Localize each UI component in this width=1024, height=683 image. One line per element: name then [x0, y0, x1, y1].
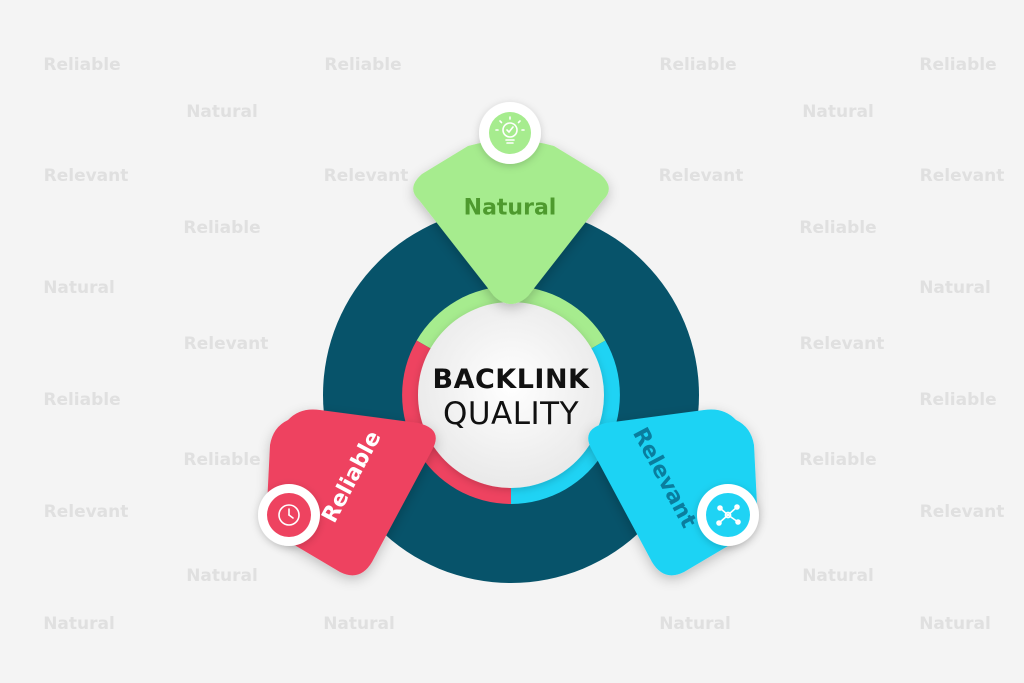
watermark-text: Natural	[43, 614, 115, 634]
watermark-text: Reliable	[919, 390, 997, 410]
watermark-text: Natural	[802, 566, 874, 586]
watermark-text: Natural	[323, 614, 395, 634]
watermark-text: Natural	[659, 614, 731, 634]
center-title-line2: QUALITY	[442, 396, 580, 432]
petal-natural	[413, 140, 609, 304]
watermark-text: Reliable	[799, 218, 877, 238]
watermark-text: Relevant	[323, 166, 409, 186]
watermark-text: Reliable	[799, 450, 877, 470]
network-nodes-icon	[716, 504, 741, 526]
watermark-text: Natural	[802, 102, 874, 122]
watermark-text: Reliable	[183, 450, 261, 470]
lightbulb-check-icon	[495, 116, 525, 144]
watermark-text: Natural	[919, 278, 991, 298]
watermark-text: Relevant	[799, 334, 885, 354]
watermark-text: Relevant	[43, 502, 129, 522]
watermark-text: Reliable	[183, 218, 261, 238]
watermark-text: Relevant	[43, 166, 129, 186]
watermark-text: Natural	[186, 102, 258, 122]
badge-natural	[479, 102, 541, 164]
watermark-text: Reliable	[324, 55, 402, 75]
watermark-text: Reliable	[659, 55, 737, 75]
clock-icon	[278, 504, 300, 526]
watermark-text: Relevant	[919, 502, 1005, 522]
center-disk	[418, 302, 604, 488]
watermark-text: Relevant	[658, 166, 744, 186]
watermark-text: Natural	[43, 278, 115, 298]
watermark-text: Relevant	[919, 166, 1005, 186]
watermark-text: Relevant	[183, 334, 269, 354]
watermark-text: Reliable	[43, 55, 121, 75]
watermark-text: Reliable	[919, 55, 997, 75]
watermark-text: Natural	[186, 566, 258, 586]
petal-label-natural: Natural	[463, 195, 557, 221]
watermark-text: Natural	[919, 614, 991, 634]
watermark-text: Reliable	[43, 390, 121, 410]
center-title-line1: BACKLINK	[432, 364, 590, 395]
